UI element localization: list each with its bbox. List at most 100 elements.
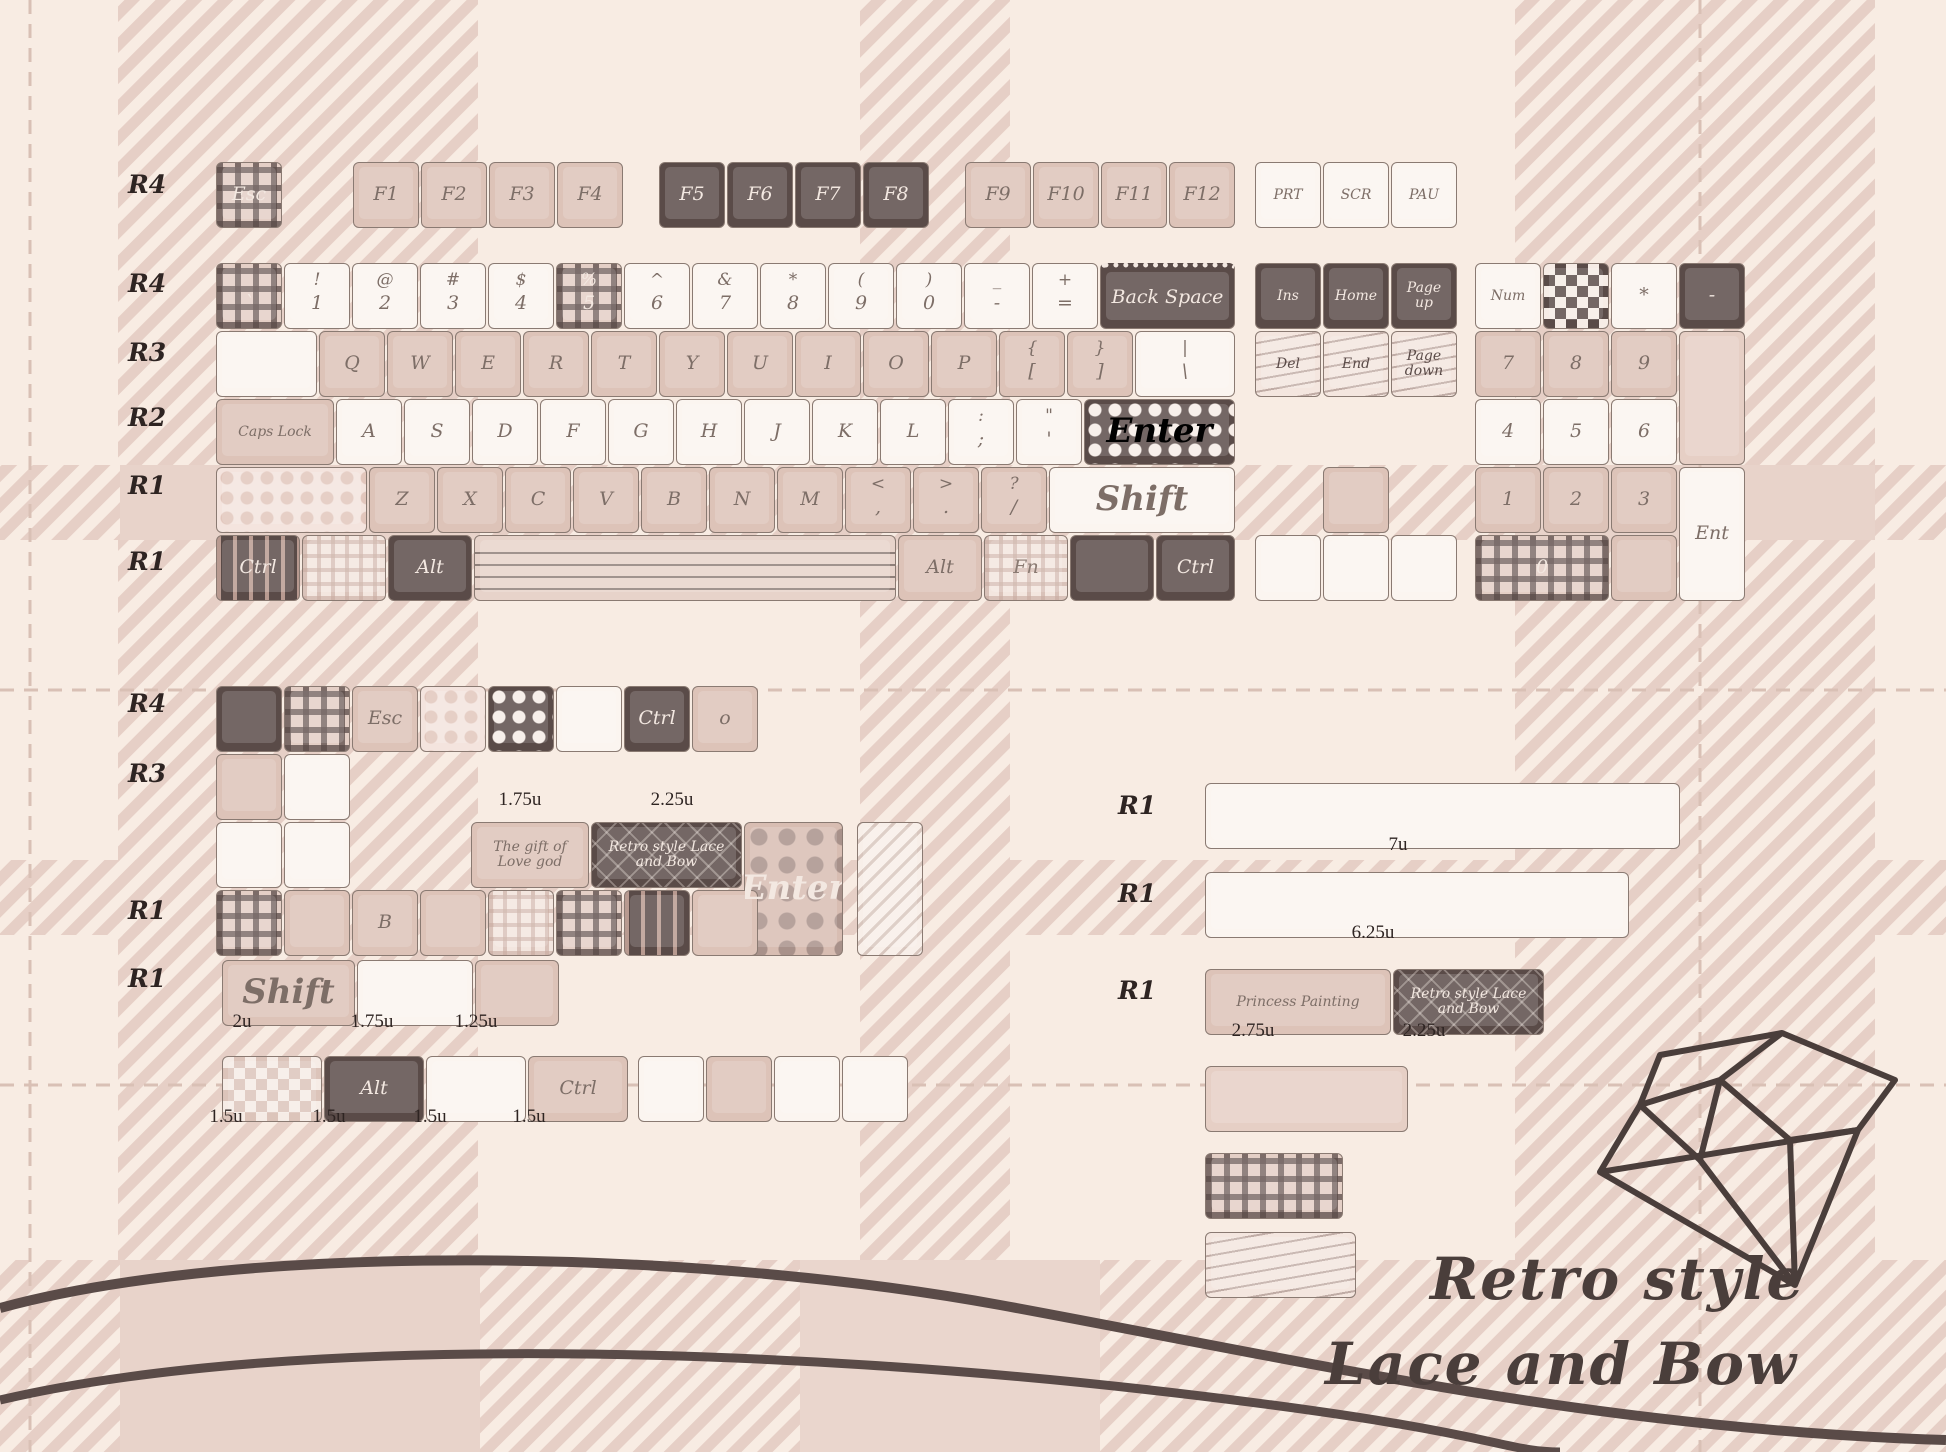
keycap-j[interactable]: J — [744, 399, 810, 465]
keycap-prt[interactable]: PRT — [1255, 162, 1321, 228]
keycap-x-princess[interactable]: Princess Painting — [1205, 969, 1391, 1035]
keycap-backspace[interactable]: Back Space — [1100, 263, 1235, 329]
keycap-np-star[interactable]: * — [1611, 263, 1677, 329]
keycap-x-heart175[interactable] — [357, 960, 473, 1026]
keycap-minus[interactable]: _- — [964, 263, 1030, 329]
keycap-equal[interactable]: += — [1032, 263, 1098, 329]
keycap-x-esc[interactable]: Esc — [352, 686, 418, 752]
keycap-f7[interactable]: F7 — [795, 162, 861, 228]
keycap-x-gift[interactable]: The gift of Love god — [471, 822, 589, 888]
keycap-np5[interactable]: 5 — [1543, 399, 1609, 465]
keycap-end[interactable]: End — [1323, 331, 1389, 397]
keycap-q[interactable]: Q — [319, 331, 385, 397]
keycap-x-flowers[interactable] — [284, 890, 350, 956]
keycap-x-ribbon[interactable] — [706, 1056, 772, 1122]
keycap-enter[interactable]: Enter — [1084, 399, 1235, 465]
keycap-lshift[interactable] — [216, 467, 367, 533]
keycap-np6[interactable]: 6 — [1611, 399, 1677, 465]
keycap-k6[interactable]: ^6 — [624, 263, 690, 329]
keycap-rctrl[interactable]: Ctrl — [1156, 535, 1235, 601]
keycap-m[interactable]: M — [777, 467, 843, 533]
keycap-x-bow3[interactable] — [774, 1056, 840, 1122]
keycap-home[interactable]: Home — [1323, 263, 1389, 329]
keycap-x-diamond[interactable] — [692, 890, 758, 956]
keycap-x-plaid2[interactable] — [216, 890, 282, 956]
keycap-x-letter2[interactable] — [420, 890, 486, 956]
keycap-k5[interactable]: %5 — [556, 263, 622, 329]
keycap-pgdn[interactable]: Page down — [1391, 331, 1457, 397]
keycap-x-check15[interactable] — [222, 1056, 322, 1122]
keycap-tab[interactable] — [216, 331, 317, 397]
keycap-np-minus[interactable]: - — [1679, 263, 1745, 329]
keycap-x-bow-dark[interactable] — [216, 686, 282, 752]
keycap-x-circles[interactable]: o — [692, 686, 758, 752]
keycap-x[interactable]: X — [437, 467, 503, 533]
keycap-np9[interactable]: 9 — [1611, 331, 1677, 397]
keycap-np2[interactable]: 2 — [1543, 467, 1609, 533]
keycap-comma[interactable]: <, — [845, 467, 911, 533]
keycap-x-key[interactable] — [284, 754, 350, 820]
keycap-np4[interactable]: 4 — [1475, 399, 1541, 465]
keycap-np1[interactable]: 1 — [1475, 467, 1541, 533]
keycap-x-ctrl[interactable]: Ctrl — [624, 686, 690, 752]
keycap-np-slash[interactable] — [1543, 263, 1609, 329]
keycap-k9[interactable]: (9 — [828, 263, 894, 329]
keycap-x-lplaid[interactable] — [488, 890, 554, 956]
keycap-p[interactable]: P — [931, 331, 997, 397]
keycap-sp-625u[interactable] — [1205, 872, 1629, 938]
keycap-r[interactable]: R — [523, 331, 589, 397]
keycap-t[interactable]: T — [591, 331, 657, 397]
keycap-f3[interactable]: F3 — [489, 162, 555, 228]
keycap-k7[interactable]: &7 — [692, 263, 758, 329]
keycap-rshift[interactable]: Shift — [1049, 467, 1235, 533]
keycap-ralt[interactable]: Alt — [898, 535, 982, 601]
keycap-sp-7u[interactable] — [1205, 783, 1680, 849]
keycap-up[interactable] — [1323, 467, 1389, 533]
keycap-x-bow[interactable] — [284, 822, 350, 888]
keycap-k0[interactable]: )0 — [896, 263, 962, 329]
keycap-x-shift2u[interactable]: Shift — [222, 960, 355, 1026]
keycap-x-b[interactable]: B — [352, 890, 418, 956]
keycap-np7[interactable]: 7 — [1475, 331, 1541, 397]
keycap-k4[interactable]: $4 — [488, 263, 554, 329]
keycap-k8[interactable]: *8 — [760, 263, 826, 329]
keycap-i[interactable]: I — [795, 331, 861, 397]
keycap-k[interactable]: K — [812, 399, 878, 465]
keycap-x-musicbar[interactable] — [1205, 1232, 1356, 1298]
keycap-y[interactable]: Y — [659, 331, 725, 397]
keycap-np0[interactable]: 0 — [1475, 535, 1609, 601]
keycap-x-hearts[interactable] — [420, 686, 486, 752]
keycap-k1[interactable]: !1 — [284, 263, 350, 329]
keycap-b[interactable]: B — [641, 467, 707, 533]
keycap-x-hourglass[interactable] — [216, 754, 282, 820]
keycap-f[interactable]: F — [540, 399, 606, 465]
keycap-o[interactable]: O — [863, 331, 929, 397]
keycap-bslash[interactable]: |\ — [1135, 331, 1235, 397]
keycap-esc-main[interactable]: Esc — [216, 162, 282, 228]
keycap-menu[interactable] — [1070, 535, 1154, 601]
keycap-lbrack[interactable]: {[ — [999, 331, 1065, 397]
keycap-rbrack[interactable]: }] — [1067, 331, 1133, 397]
keycap-quote[interactable]: "' — [1016, 399, 1082, 465]
keycap-x-note[interactable] — [842, 1056, 908, 1122]
keycap-lctrl[interactable]: Ctrl — [216, 535, 300, 601]
keycap-x-retro225[interactable]: Retro style Lace and Bow — [591, 822, 742, 888]
keycap-x-alt15[interactable]: Alt — [324, 1056, 424, 1122]
keycap-scr[interactable]: SCR — [1323, 162, 1389, 228]
keycap-h[interactable]: H — [676, 399, 742, 465]
keycap-w[interactable]: W — [387, 331, 453, 397]
keycap-grave[interactable]: ` — [216, 263, 282, 329]
keycap-x-ctrl15[interactable]: Ctrl — [528, 1056, 628, 1122]
keycap-lalt[interactable]: Alt — [388, 535, 472, 601]
keycap-f1[interactable]: F1 — [353, 162, 419, 228]
keycap-right[interactable] — [1391, 535, 1457, 601]
keycap-x-perfume[interactable] — [216, 822, 282, 888]
keycap-pau[interactable]: PAU — [1391, 162, 1457, 228]
keycap-n[interactable]: N — [709, 467, 775, 533]
keycap-x-teacup[interactable] — [638, 1056, 704, 1122]
keycap-x-plaid[interactable] — [284, 686, 350, 752]
keycap-left[interactable] — [1255, 535, 1321, 601]
keycap-x-roses[interactable] — [624, 890, 690, 956]
keycap-np3[interactable]: 3 — [1611, 467, 1677, 533]
keycap-x-letter[interactable] — [556, 686, 622, 752]
